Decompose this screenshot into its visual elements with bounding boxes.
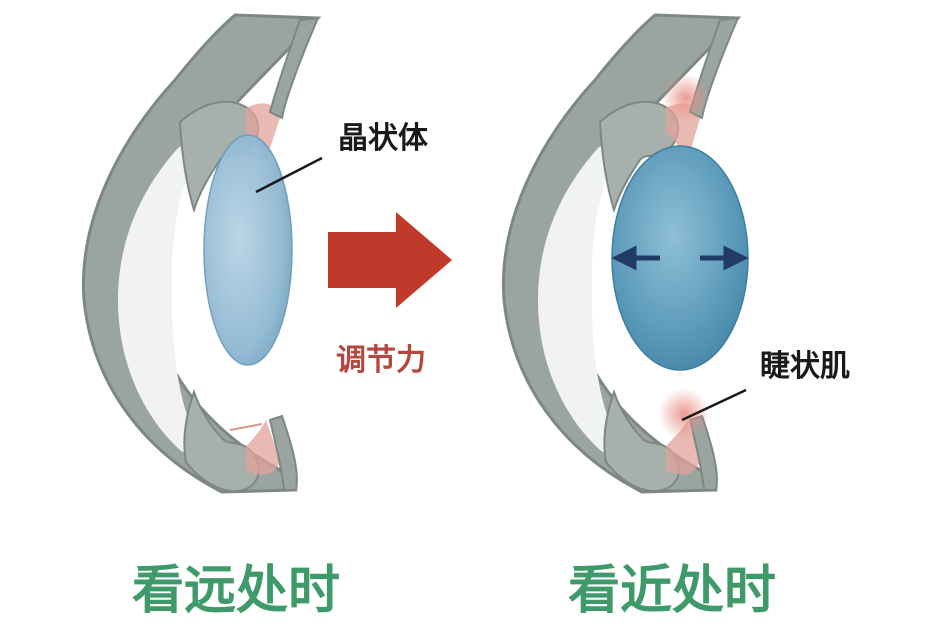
ciliary-band-lower-far xyxy=(246,420,280,475)
shell-right-upper-far xyxy=(268,16,320,120)
shell-right-lower-far xyxy=(268,414,298,491)
iris-lower-near xyxy=(603,388,680,492)
cornea-near xyxy=(538,145,617,454)
lens-pointer-line xyxy=(255,156,323,194)
ciliary-muscle-lower xyxy=(658,388,710,440)
ciliary-muscle-upper xyxy=(662,74,710,122)
iris-lower-far xyxy=(183,388,260,492)
eye-near xyxy=(501,13,749,494)
transition-arrow xyxy=(328,212,452,308)
cornea-far xyxy=(118,145,197,454)
lens-label: 晶状体 xyxy=(338,121,429,156)
ciliary-pointer-line xyxy=(681,388,747,422)
caption-far: 看远处时 xyxy=(132,561,340,621)
accommodation-label: 调节力 xyxy=(336,343,426,378)
eye-far xyxy=(81,13,322,494)
ciliary-band-upper-far xyxy=(246,103,280,160)
ciliary-label: 睫状肌 xyxy=(760,349,850,384)
lens-far xyxy=(203,134,293,366)
caption-near: 看近处时 xyxy=(568,561,776,621)
